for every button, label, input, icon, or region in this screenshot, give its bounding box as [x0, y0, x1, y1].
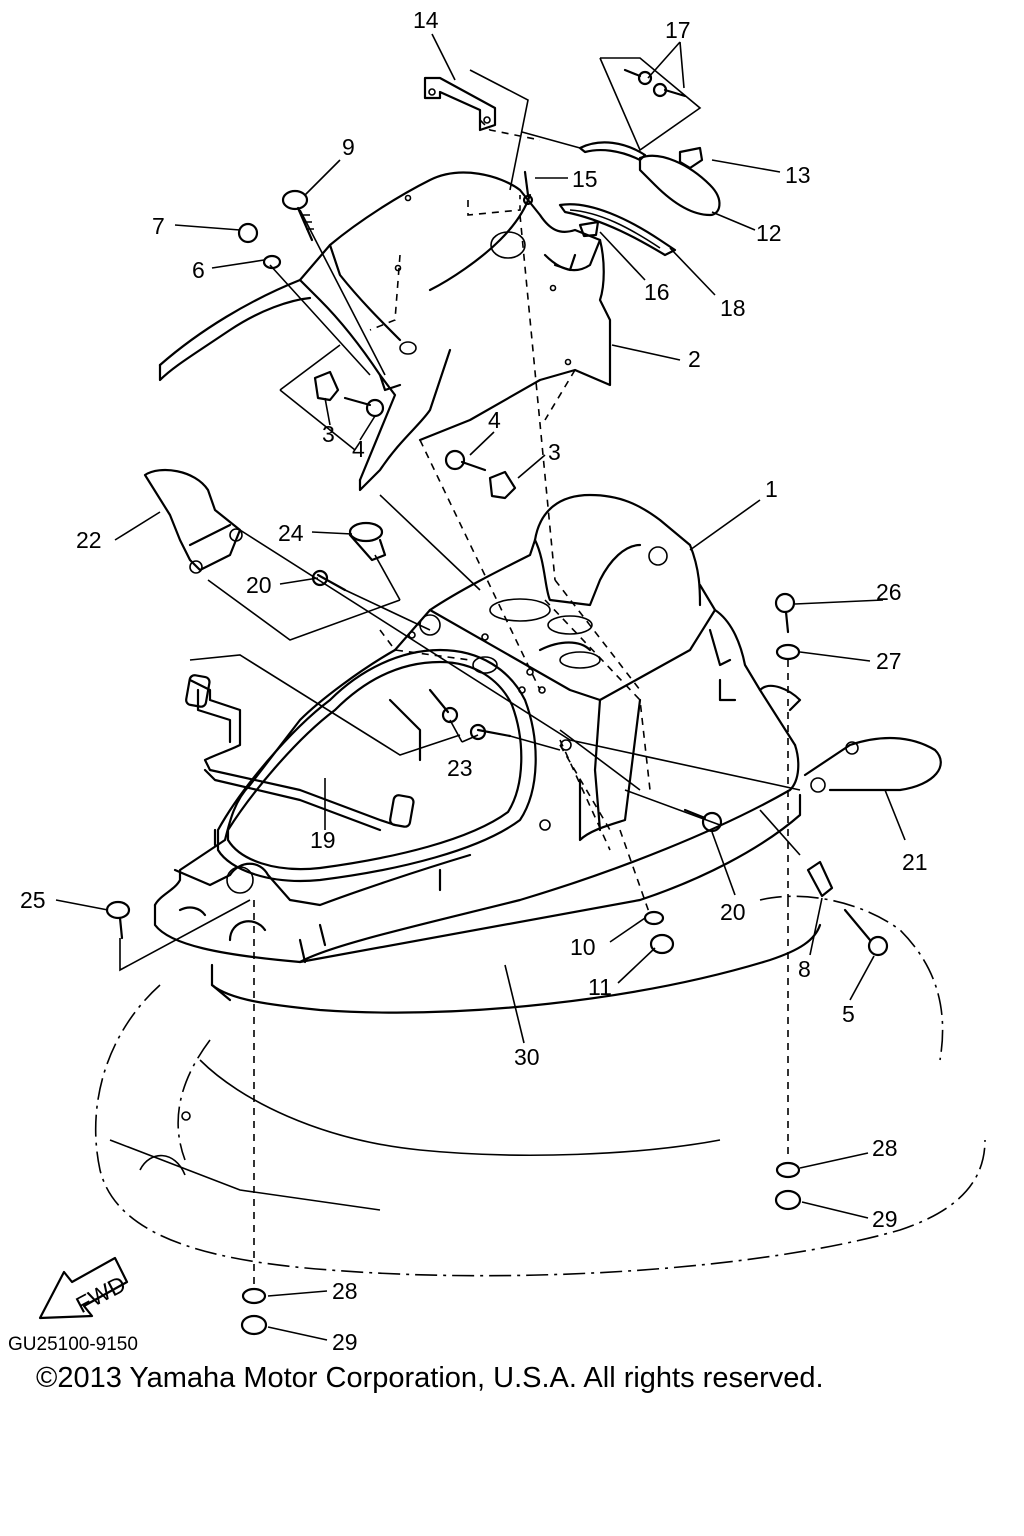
callout-3-right: 3 — [548, 439, 561, 465]
callout-29-right: 29 — [872, 1206, 898, 1232]
box-outlines-upper — [469, 57, 702, 191]
callout-5: 5 — [842, 1001, 855, 1027]
callout-15: 15 — [572, 166, 598, 192]
damper-3-right — [488, 470, 517, 500]
callout-10: 10 — [570, 934, 596, 960]
washer-27 — [775, 643, 801, 661]
fwd-arrow-icon: FWD — [38, 1256, 130, 1320]
washer-10 — [643, 910, 665, 926]
callout-28-right: 28 — [872, 1135, 898, 1161]
bolt-25 — [105, 900, 131, 940]
callout-30: 30 — [514, 1044, 540, 1070]
screw-9 — [281, 189, 314, 242]
bolt-20-lower — [683, 808, 723, 833]
callout-29-left: 29 — [332, 1329, 358, 1355]
cap-24 — [348, 521, 387, 562]
callout-21: 21 — [902, 849, 928, 875]
callout-25: 25 — [20, 887, 46, 913]
pins-17 — [623, 68, 687, 98]
callout-11: 11 — [588, 974, 612, 1000]
bolt-4-left — [343, 396, 385, 418]
callout-19: 19 — [310, 827, 336, 853]
callout-1: 1 — [765, 476, 778, 502]
hood-part-2 — [158, 171, 612, 492]
bracket-14 — [423, 76, 497, 132]
mirror-22 — [143, 468, 243, 574]
seal-18 — [558, 203, 677, 257]
callout-14: 14 — [413, 7, 439, 33]
washer-28-left — [241, 1287, 267, 1305]
nut-11 — [649, 933, 675, 955]
nut-7 — [237, 222, 259, 244]
callout-18: 18 — [720, 295, 746, 321]
callout-20-upper: 20 — [246, 572, 272, 598]
mirror-21 — [803, 737, 942, 793]
gasket-30 — [210, 923, 822, 1014]
callout-4-left: 4 — [352, 436, 365, 462]
assembly-lines — [119, 209, 801, 1290]
callout-2: 2 — [688, 346, 701, 372]
hull-outline — [94, 895, 986, 1277]
callout-20-lower: 20 — [720, 899, 746, 925]
callout-16: 16 — [644, 279, 670, 305]
callout-numbers: 1 2 3 3 4 4 5 6 7 8 9 10 11 12 13 14 15 … — [20, 7, 928, 1355]
bolt-4-right — [444, 449, 487, 472]
grommet-8 — [806, 860, 834, 898]
clip-16 — [578, 220, 600, 238]
callout-27: 27 — [876, 648, 902, 674]
callout-13: 13 — [785, 162, 811, 188]
nut-29-right — [774, 1189, 802, 1211]
screw-5 — [843, 908, 889, 957]
callout-8: 8 — [798, 956, 811, 982]
nut-29-left — [240, 1314, 268, 1336]
callout-7: 7 — [152, 213, 165, 239]
callout-23: 23 — [447, 755, 473, 781]
callout-9: 9 — [342, 134, 355, 160]
callout-28-left: 28 — [332, 1278, 358, 1304]
deck-part-1 — [153, 493, 802, 964]
callout-17: 17 — [665, 17, 691, 43]
callout-4-right: 4 — [488, 407, 501, 433]
callout-3-left: 3 — [322, 421, 335, 447]
clip-13 — [678, 146, 704, 170]
bolt-23 — [428, 688, 512, 741]
screw-15 — [522, 170, 534, 206]
callout-26: 26 — [876, 579, 902, 605]
grab-bar-19 — [185, 674, 415, 832]
callout-24: 24 — [278, 520, 304, 546]
callout-6: 6 — [192, 257, 205, 283]
leader-lines — [55, 33, 906, 1341]
washer-28-right — [775, 1161, 801, 1179]
diagram-code: GU25100-9150 — [8, 1334, 138, 1355]
seat-well — [213, 648, 537, 882]
callout-12: 12 — [756, 220, 782, 246]
damper-3-left — [313, 370, 340, 402]
bolt-26 — [774, 592, 796, 634]
seal-12 — [578, 141, 721, 217]
copyright-notice: ©2013 Yamaha Motor Corporation, U.S.A. A… — [36, 1362, 824, 1394]
callout-22: 22 — [76, 527, 102, 553]
